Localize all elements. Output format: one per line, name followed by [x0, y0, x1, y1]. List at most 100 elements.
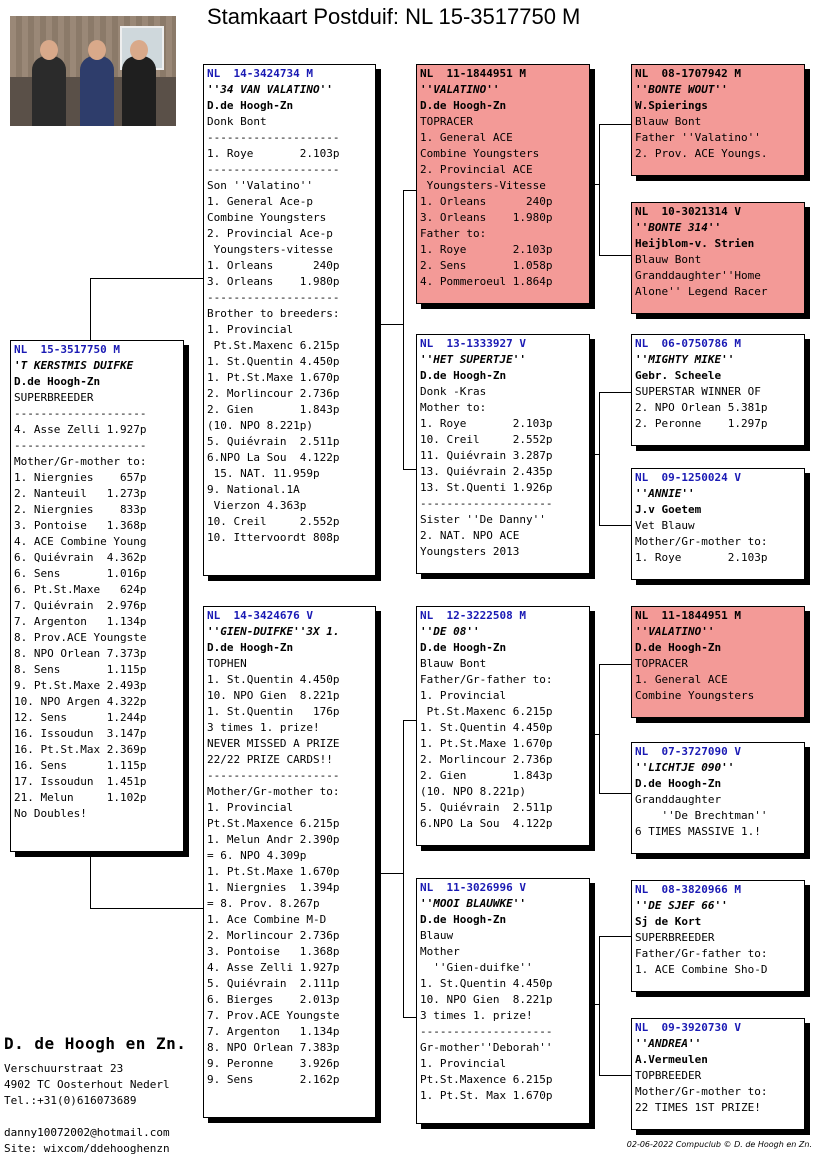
pigeon-name: ''MIGHTY MIKE'' [635, 353, 735, 366]
pedigree-line: 2. NAT. NPO ACE [420, 529, 520, 542]
ring-number: NL 06-0750786 M [635, 337, 741, 350]
ring-number: NL 11-1844951 M [635, 609, 741, 622]
pedigree-line: 2. Morlincour 2.736p [420, 753, 553, 766]
pedigree-line: 6. Quiévrain 4.362p [14, 551, 147, 564]
pedigree-line: Alone'' Legend Racer [635, 285, 768, 298]
connector-ff-parents [599, 124, 632, 256]
breeder-name: Sj de Kort [635, 915, 702, 928]
pedigree-line: 3. Pontoise 1.368p [14, 519, 147, 532]
breeder-name: W.Spierings [635, 99, 708, 112]
pedigree-line: 13. St.Quenti 1.926p [420, 481, 553, 494]
pedigree-line: 10. NPO Argen 4.322p [14, 695, 147, 708]
owner-phone: Tel.:+31(0)616073689 [4, 1094, 137, 1107]
pedigree-line: Combine Youngsters [207, 211, 327, 224]
pigeon-name: ''34 VAN VALATINO'' [207, 83, 333, 96]
pedigree-line: 6.NPO La Sou 4.122p [207, 451, 340, 464]
breeder-name: A.Vermeulen [635, 1053, 708, 1066]
pedigree-line: 9. Sens 2.162p [207, 1073, 340, 1086]
pedigree-line: Combine Youngsters [420, 147, 540, 160]
pedigree-line: -------------------- [207, 131, 340, 144]
pedigree-line: Vierzon 4.363p [207, 499, 307, 512]
ring-number: NL 10-3021314 V [635, 205, 741, 218]
pedigree-line: 1. Orleans 240p [207, 259, 340, 272]
pedigree-line: 3 times 1. prize! [420, 1009, 533, 1022]
breeder-name: D.de Hoogh-Zn [420, 99, 507, 112]
pedigree-line: 2. Provincial Ace-p [207, 227, 333, 240]
pedigree-line: 10. Creil 2.552p [207, 515, 340, 528]
pedigree-line: 1. Provincial [207, 801, 294, 814]
pedigree-line: NEVER MISSED A PRIZE [207, 737, 340, 750]
pedigree-line: -------------------- [420, 1025, 553, 1038]
pigeon-card-fff: NL 08-1707942 M ''BONTE WOUT'' W.Spierings… [631, 64, 805, 176]
connector-mm-parents [599, 936, 632, 1076]
pedigree-line: Mother/Gr-mother to: [635, 1085, 768, 1098]
pedigree-line: 16. Pt.St.Max 2.369p [14, 743, 147, 756]
pedigree-line: Granddaughter [635, 793, 722, 806]
pedigree-line: 4. ACE Combine Young [14, 535, 147, 548]
pedigree-line: 2. Morlincour 2.736p [207, 387, 340, 400]
pedigree-line: Combine Youngsters [635, 689, 755, 702]
pedigree-line: 12. Sens 1.244p [14, 711, 147, 724]
connector-mf-parents [599, 664, 632, 794]
pedigree-line: 8. NPO Orlean 7.373p [14, 647, 147, 660]
pedigree-line: = 8. Prov. 8.267p [207, 897, 320, 910]
pigeon-name: ''ANDREA'' [635, 1037, 702, 1050]
breeders-photo [10, 16, 176, 126]
pedigree-line: -------------------- [207, 291, 340, 304]
pedigree-line: 2. NPO Orlean 5.381p [635, 401, 768, 414]
owner-site[interactable]: Site: wixcom/ddehooghenzn [4, 1142, 170, 1155]
pedigree-line: Donk Bont [207, 115, 267, 128]
pedigree-line: Pt.St.Maxenc 6.215p [420, 705, 553, 718]
pedigree-line: Blauw Bont [420, 657, 487, 670]
pedigree-line: (10. NPO 8.221p) [207, 419, 313, 432]
pedigree-line: 15. NAT. 11.959p [207, 467, 320, 480]
pedigree-line: Father/Gr-father to: [635, 947, 768, 960]
pedigree-line: 10. NPO Gien 8.221p [420, 993, 553, 1006]
pedigree-line: 7. Quiévrain 2.976p [14, 599, 147, 612]
pedigree-line: Blauw [420, 929, 454, 942]
pedigree-line: SUPERSTAR WINNER OF [635, 385, 761, 398]
breeder-name: D.de Hoogh-Zn [420, 641, 507, 654]
connector-ff-split [590, 184, 600, 186]
owner-city: 4902 TC Oosterhout Nederl [4, 1078, 170, 1091]
pedigree-line: 2. Sens 1.058p [420, 259, 553, 272]
owner-email[interactable]: danny10072002@hotmail.com [4, 1126, 170, 1139]
pedigree-line: 6.NPO La Sou 4.122p [420, 817, 553, 830]
pedigree-line: 2. Morlincour 2.736p [207, 929, 340, 942]
ring-number: NL 11-1844951 M [420, 67, 526, 80]
pedigree-line: Mother/Gr-mother to: [635, 535, 768, 548]
breeder-name: D.de Hoogh-Zn [420, 913, 507, 926]
pedigree-line: 1. Provincial [207, 323, 294, 336]
pedigree-line: 16. Sens 1.115p [14, 759, 147, 772]
pedigree-line: 6 TIMES MASSIVE 1.! [635, 825, 761, 838]
pedigree-line: 2. Nanteuil 1.273p [14, 487, 147, 500]
pedigree-line: Sister ''De Danny'' [420, 513, 546, 526]
pedigree-line: 3 times 1. prize! [207, 721, 320, 734]
pigeon-name: ''BONTE WOUT'' [635, 83, 728, 96]
connector-mother-parents [403, 720, 418, 1018]
pedigree-line: Father to: [420, 227, 487, 240]
pedigree-line: Youngsters 2013 [420, 545, 520, 558]
pedigree-line: 8. NPO Orlean 7.383p [207, 1041, 340, 1054]
ring-number: NL 08-1707942 M [635, 67, 741, 80]
pedigree-line: 1. General ACE [420, 131, 513, 144]
pedigree-line: 7. Prov.ACE Youngste [207, 1009, 340, 1022]
pedigree-line: 17. Issoudun 1.451p [14, 775, 147, 788]
pedigree-line: = 6. NPO 4.309p [207, 849, 307, 862]
pedigree-line: Pt.St.Maxenc 6.215p [207, 339, 340, 352]
pedigree-line: Youngsters-Vitesse [420, 179, 546, 192]
owner-name: D. de Hoogh en Zn. [4, 1034, 187, 1053]
pedigree-line: 1. Roye 2.103p [635, 551, 768, 564]
pedigree-line: 1. Provincial [420, 689, 507, 702]
pigeon-name: ''HET SUPERTJE'' [420, 353, 526, 366]
pedigree-line: 22 TIMES 1ST PRIZE! [635, 1101, 761, 1114]
pedigree-line: 10. NPO Gien 8.221p [207, 689, 340, 702]
pedigree-line: 16. Issoudun 3.147p [14, 727, 147, 740]
pedigree-line: SUPERBREEDER [635, 931, 715, 944]
pigeon-card-mfm: NL 07-3727090 V''LICHTJE 090''D.de Hoogh… [631, 742, 805, 854]
ring-number: NL 08-3820966 M [635, 883, 741, 896]
pedigree-line: 8. Sens 1.115p [14, 663, 147, 676]
pedigree-line: 1. Melun Andr 2.390p [207, 833, 340, 846]
